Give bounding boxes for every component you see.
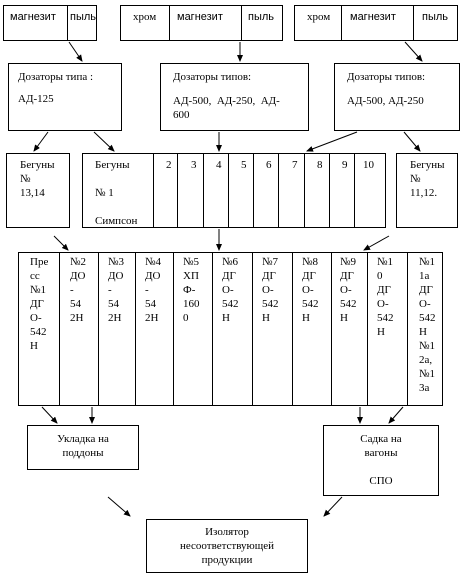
arrow-raw1-doser1 [68, 41, 83, 62]
arrow-press-pallets-a [41, 406, 58, 424]
arrow-raw3-doser3 [404, 41, 423, 62]
raw-group-2-divider-a [169, 6, 170, 40]
press-divider-6 [252, 253, 253, 405]
pallets-box: Укладка на поддоны [27, 425, 139, 470]
runner-num-2: 2 [166, 159, 172, 171]
press-5: №5 ХП Ф- 160 0 [183, 256, 200, 324]
raw-magnesite-1: магнезит [10, 11, 56, 23]
press-4: №4 ДО - 54 2Н [145, 256, 161, 324]
arrow-pallets-isolator [107, 496, 131, 517]
doser-2-body: АД-500, АД-250, АД- 600 [173, 95, 280, 121]
arrow-doser3-runners-mid [306, 131, 358, 152]
arrow-doser1-runners-mid [93, 131, 115, 152]
raw-group-2-divider-b [241, 6, 242, 40]
press-divider-1 [59, 253, 60, 405]
runner-num-10: 10 [363, 159, 374, 171]
runner-divider-5 [253, 154, 254, 227]
raw-chrome-2: хром [133, 11, 157, 23]
press-divider-5 [212, 253, 213, 405]
press-8: №8 ДГ О- 542 Н [302, 256, 319, 324]
wagons-label: Садка на вагоны СПО [360, 433, 402, 487]
raw-group-3: хром магнезит пыль [294, 5, 458, 41]
press-table: Пре сс №1 ДГ О- 542 Н №2 ДО - 54 2Н №3 Д… [18, 252, 443, 406]
runner-num-7: 7 [292, 159, 298, 171]
press-11: №1 1а ДГ О- 542 Н №1 2а, №1 3а [419, 256, 436, 394]
press-divider-8 [331, 253, 332, 405]
runner-num-5: 5 [241, 159, 247, 171]
arrow-doser3-runners-right [403, 131, 421, 152]
doser-1-title: Дозаторы типа : [18, 71, 94, 83]
isolator-label: Изолятор несоответствующей продукции [179, 526, 274, 566]
doser-1-body: АД-125 [18, 93, 54, 105]
arrow-runners-right-press [363, 235, 390, 251]
press-3: №3 ДО - 54 2Н [108, 256, 124, 324]
press-divider-10 [407, 253, 408, 405]
doser-box-3: Дозаторы типов: АД-500, АД-250 [334, 63, 460, 131]
press-7: №7 ДГ О- 542 Н [262, 256, 279, 324]
doser-box-2: Дозаторы типов: АД-500, АД-250, АД- 600 [160, 63, 309, 131]
doser-2-title: Дозаторы типов: [173, 71, 252, 83]
runner-divider-3 [203, 154, 204, 227]
runner-num-8: 8 [317, 159, 323, 171]
raw-magnesite-2: магнезит [177, 11, 223, 23]
runner-divider-1 [153, 154, 154, 227]
runner-num-4: 4 [216, 159, 222, 171]
arrow-runners-left-press [53, 235, 69, 251]
doser-3-title: Дозаторы типов: [347, 71, 426, 83]
raw-dust-1: пыль [70, 11, 97, 23]
press-divider-3 [135, 253, 136, 405]
raw-dust-3: пыль [422, 11, 449, 23]
runner-divider-8 [329, 154, 330, 227]
press-1: Пре сс №1 ДГ О- 542 Н [30, 256, 49, 352]
runner-divider-7 [304, 154, 305, 227]
runners-left-box: Бегуны № 13,14 [6, 153, 70, 228]
raw-group-3-divider-b [413, 6, 414, 40]
runner-divider-9 [354, 154, 355, 227]
press-10: №1 0 ДГ О- 542 Н [377, 256, 394, 338]
doser-box-1: Дозаторы типа : АД-125 [8, 63, 122, 131]
press-divider-7 [292, 253, 293, 405]
pallets-label: Укладка на поддоны [57, 433, 109, 459]
arrow-doser1-runners-left [33, 131, 49, 152]
press-6: №6 ДГ О- 542 Н [222, 256, 239, 324]
runners-right-label: Бегуны № 11,12. [410, 159, 445, 199]
raw-chrome-3: хром [307, 11, 331, 23]
runners-mid-label: Бегуны № 1 Симпсон [95, 159, 138, 227]
arrow-press-wagons-b [388, 406, 404, 424]
runner-divider-4 [228, 154, 229, 227]
runner-divider-2 [177, 154, 178, 227]
wagons-box: Садка на вагоны СПО [323, 425, 439, 496]
runners-left-label: Бегуны № 13,14 [20, 159, 55, 199]
runners-right-box: Бегуны № 11,12. [396, 153, 458, 228]
raw-dust-2: пыль [248, 11, 275, 23]
raw-group-2: хром магнезит пыль [120, 5, 283, 41]
runner-num-3: 3 [191, 159, 197, 171]
runner-num-6: 6 [266, 159, 272, 171]
press-divider-2 [98, 253, 99, 405]
runner-divider-6 [278, 154, 279, 227]
doser-3-body: АД-500, АД-250 [347, 95, 424, 107]
press-divider-9 [367, 253, 368, 405]
raw-group-1: магнезит пыль [3, 5, 97, 41]
arrow-wagons-isolator [323, 496, 343, 517]
runner-num-9: 9 [342, 159, 348, 171]
raw-group-3-divider-a [341, 6, 342, 40]
raw-group-1-divider [67, 6, 68, 40]
isolator-box: Изолятор несоответствующей продукции [146, 519, 308, 573]
raw-magnesite-3: магнезит [350, 11, 396, 23]
press-divider-4 [173, 253, 174, 405]
press-2: №2 ДО - 54 2Н [70, 256, 86, 324]
runners-mid-box: Бегуны № 1 Симпсон 2 3 4 5 6 7 8 9 10 [82, 153, 386, 228]
press-9: №9 ДГ О- 542 Н [340, 256, 357, 324]
